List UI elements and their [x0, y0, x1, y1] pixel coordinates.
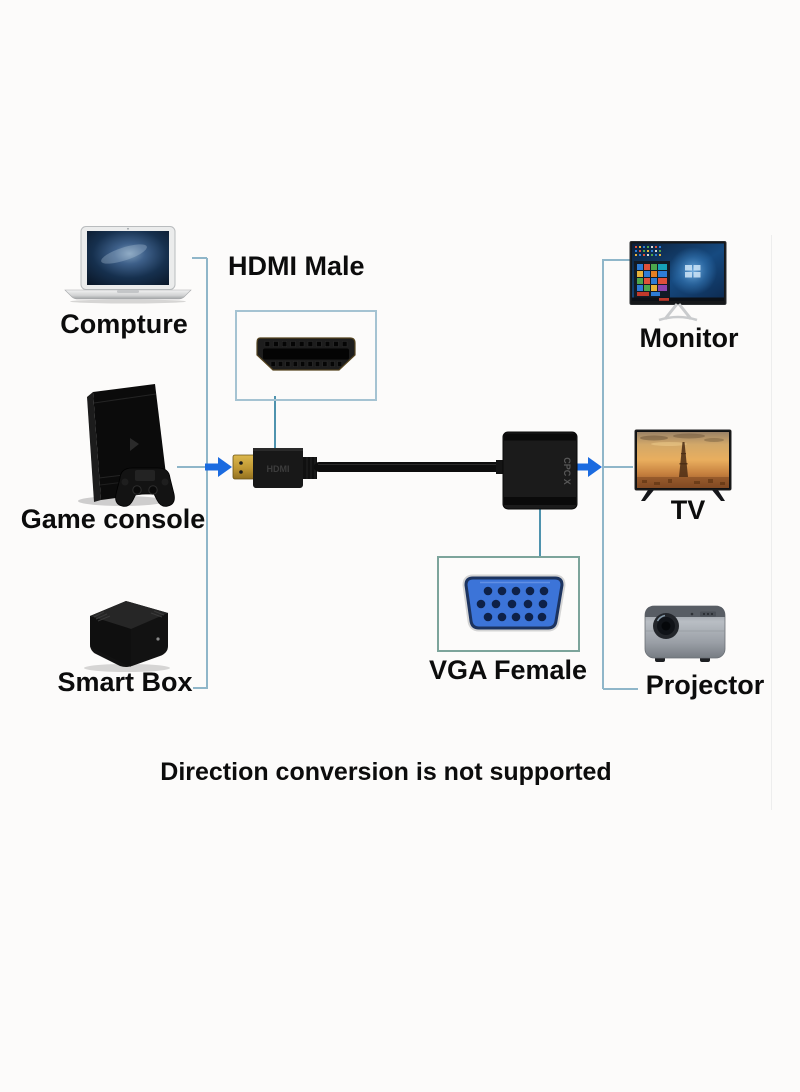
projector-label: Projector	[645, 670, 765, 700]
monitor-connector-line	[603, 259, 633, 261]
tv-connector-line	[603, 466, 633, 468]
game-console-image	[70, 381, 185, 523]
computer-connector-line	[192, 257, 207, 259]
right-bracket-vertical-line	[602, 259, 604, 689]
vga-callout-line	[539, 508, 541, 557]
projector-image	[642, 601, 728, 670]
svg-text:CPC X: CPC X	[562, 457, 572, 485]
tv-label: TV	[670, 495, 706, 525]
footer-note: Direction conversion is not supported	[160, 758, 612, 786]
vga-female-callout-box	[437, 556, 580, 652]
svg-text:HDMI: HDMI	[267, 464, 290, 474]
hdmi-male-label: HDMI Male	[228, 251, 365, 281]
hdmi-male-callout-box	[235, 310, 377, 401]
vga-female-label: VGA Female	[429, 655, 588, 685]
monitor-label: Monitor	[639, 323, 739, 353]
hdmi-male-plug-image	[256, 337, 356, 371]
smartbox-connector-line	[193, 687, 207, 689]
monitor-image	[629, 241, 731, 332]
tv-image	[634, 429, 734, 512]
left-bracket-vertical-line	[206, 258, 208, 689]
computer-image	[62, 226, 194, 309]
smart-box-label: Smart Box	[57, 667, 193, 697]
input-arrow-icon	[205, 454, 233, 485]
game-console-label: Game console	[20, 504, 206, 534]
page-edge-line	[771, 235, 772, 810]
output-arrow-icon	[575, 454, 603, 485]
smart-box-image	[74, 592, 184, 681]
computer-label: Compture	[60, 309, 188, 339]
hdmi-to-vga-adapter-image: HDMI CPC X	[230, 428, 580, 519]
vga-female-port-image	[462, 574, 566, 632]
projector-connector-line	[603, 688, 638, 690]
console-connector-line	[177, 466, 207, 468]
hdmi-callout-line	[274, 396, 276, 450]
